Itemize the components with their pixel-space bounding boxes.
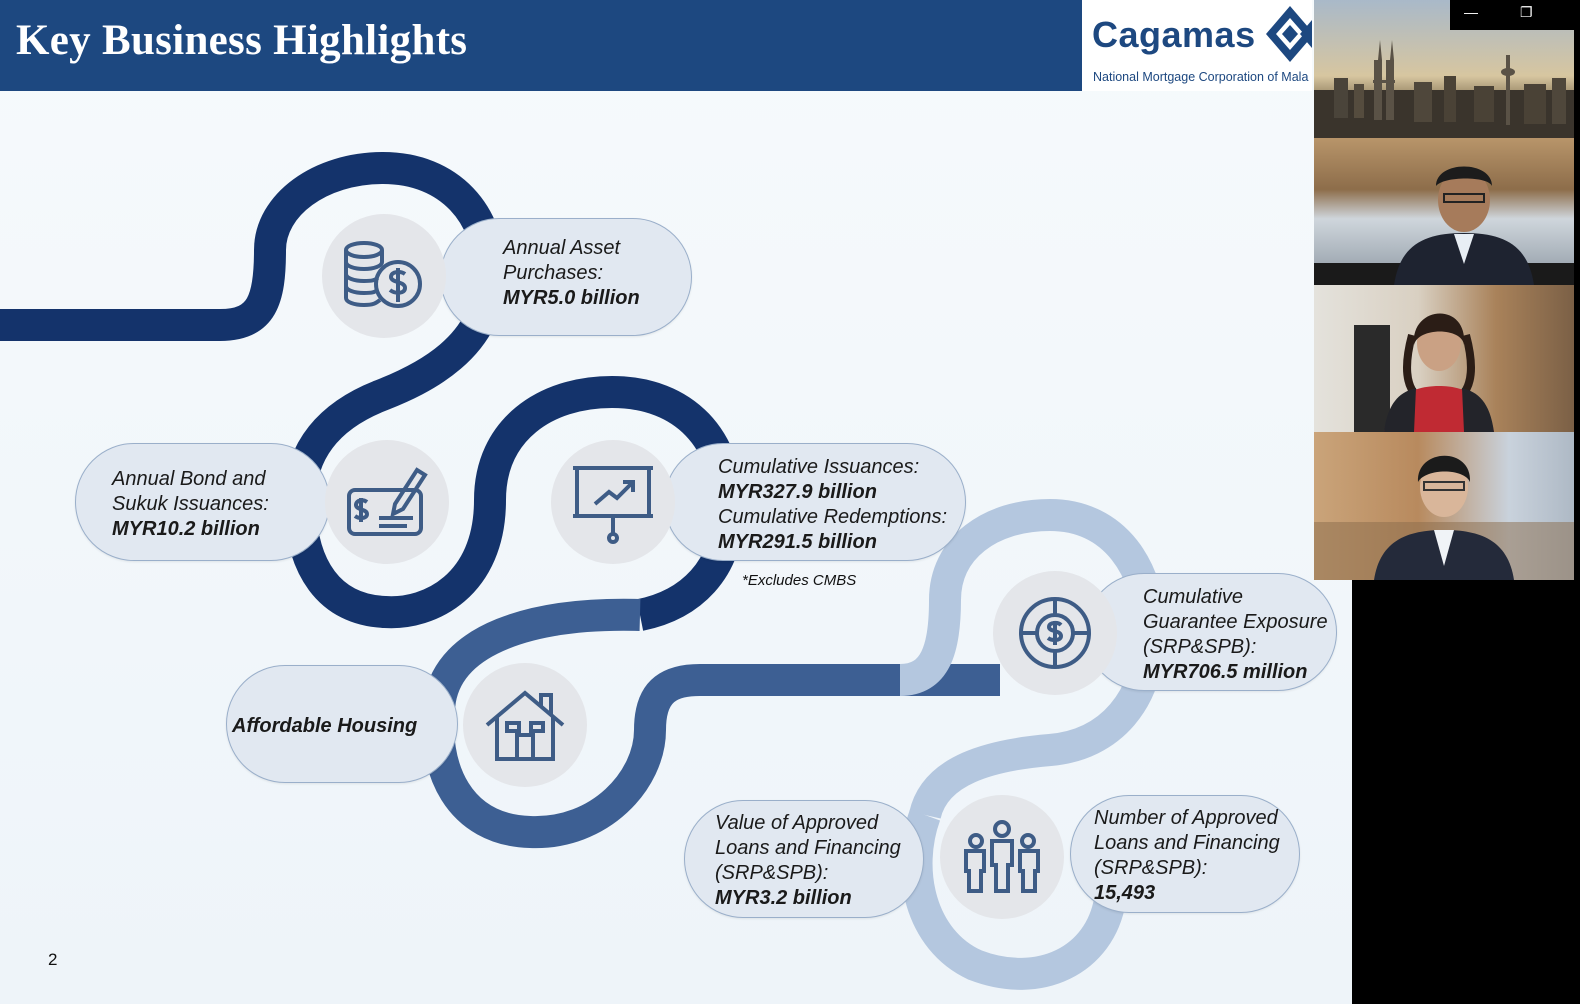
label-line: Sukuk Issuances: [112, 493, 269, 515]
participant-3-avatar [1314, 455, 1574, 580]
house-icon [485, 690, 565, 761]
label-line: Guarantee Exposure [1143, 611, 1328, 633]
highlight-text-guarantee-exposure: Cumulative Guarantee Exposure (SRP&SPB):… [1143, 585, 1328, 685]
cheque-signing-icon [347, 467, 428, 536]
people-group-icon [964, 820, 1040, 893]
icon-circle [993, 571, 1117, 695]
label-line: Affordable Housing [232, 715, 418, 737]
highlight-text-affordable-housing: Affordable Housing [232, 714, 417, 739]
presentation-chart-icon [573, 466, 653, 544]
participant-1-avatar [1314, 166, 1574, 285]
label-line: Value of Approved [715, 812, 879, 834]
highlight-pill-number-approved [1070, 795, 1300, 913]
video-tile-participant-1[interactable] [1314, 138, 1574, 285]
label-line: (SRP&SPB): [1094, 857, 1208, 879]
icon-circle [940, 795, 1064, 919]
participant-2-avatar [1354, 313, 1494, 432]
icon-circle [463, 663, 587, 787]
icon-circle [551, 440, 675, 564]
label-line: Purchases: [503, 262, 604, 284]
highlight-pill-affordable-housing [226, 665, 458, 783]
page-number: 2 [48, 950, 58, 969]
highlight-pill-guarantee-exposure [1085, 573, 1337, 691]
highlight-value: MYR291.5 billion [718, 531, 877, 553]
highlight-text-value-approved: Value of Approved Loans and Financing (S… [715, 811, 901, 911]
label-line: Number of Approved [1094, 807, 1278, 829]
label-line: Loans and Financing [1094, 832, 1280, 854]
highlight-pill-value-approved [684, 800, 924, 918]
minimize-button[interactable]: — [1464, 4, 1478, 20]
presentation-slide: Key Business Highlights Cagamas National… [0, 0, 1352, 1004]
video-tile-participant-2[interactable] [1314, 285, 1574, 432]
highlight-text-cumulative-issuances: Cumulative Issuances: MYR327.9 billion C… [718, 455, 947, 555]
city-skyline-image [1314, 40, 1574, 138]
icon-circle [325, 440, 449, 564]
highlight-text-number-approved: Number of Approved Loans and Financing (… [1094, 806, 1280, 906]
highlight-value: MYR5.0 billion [503, 287, 640, 309]
footnote: *Excludes CMBS [742, 572, 857, 589]
restore-button[interactable]: ❐ [1520, 4, 1533, 20]
logo-name: Cagamas [1092, 14, 1256, 55]
icon-circle [322, 214, 446, 338]
highlight-value: MYR327.9 billion [718, 481, 877, 503]
label-line: Cumulative [1143, 586, 1244, 608]
label-line: Loans and Financing [715, 837, 901, 859]
highlight-value: MYR3.2 billion [715, 887, 852, 909]
label-line: (SRP&SPB): [1143, 636, 1257, 658]
label-line: (SRP&SPB): [715, 862, 829, 884]
highlight-text-bond-sukuk: Annual Bond and Sukuk Issuances: MYR10.2… [112, 467, 269, 542]
highlight-value: MYR10.2 billion [112, 518, 260, 540]
logo-tagline: National Mortgage Corporation of Mala [1093, 70, 1309, 84]
label-line: Annual Asset [503, 237, 621, 259]
path-segment-middle [422, 598, 1000, 849]
path-segment-light-upper [898, 498, 1167, 820]
highlight-value: MYR706.5 million [1143, 661, 1308, 683]
highlight-pill-cumulative-issuances [664, 443, 966, 561]
highlight-value: 15,493 [1094, 882, 1156, 904]
video-tile-participant-3[interactable] [1314, 432, 1574, 580]
title-bar: Key Business Highlights [0, 0, 1082, 91]
label-line: Annual Bond and [112, 468, 266, 490]
coins-dollar-icon [344, 241, 422, 308]
company-logo: Cagamas National Mortgage Corporation of… [1082, 0, 1312, 91]
label-line: Cumulative Issuances: [718, 456, 920, 478]
video-tile-city-skyline[interactable] [1314, 0, 1574, 138]
highlight-text-asset-purchases: Annual Asset Purchases: MYR5.0 billion [503, 236, 640, 311]
dollar-cycle-icon [1019, 597, 1091, 669]
slide-title: Key Business Highlights [16, 17, 468, 64]
window-controls: — ❐ [1450, 0, 1580, 30]
label-line: Cumulative Redemptions: [718, 506, 947, 528]
logo-mark-icon [1266, 6, 1312, 62]
